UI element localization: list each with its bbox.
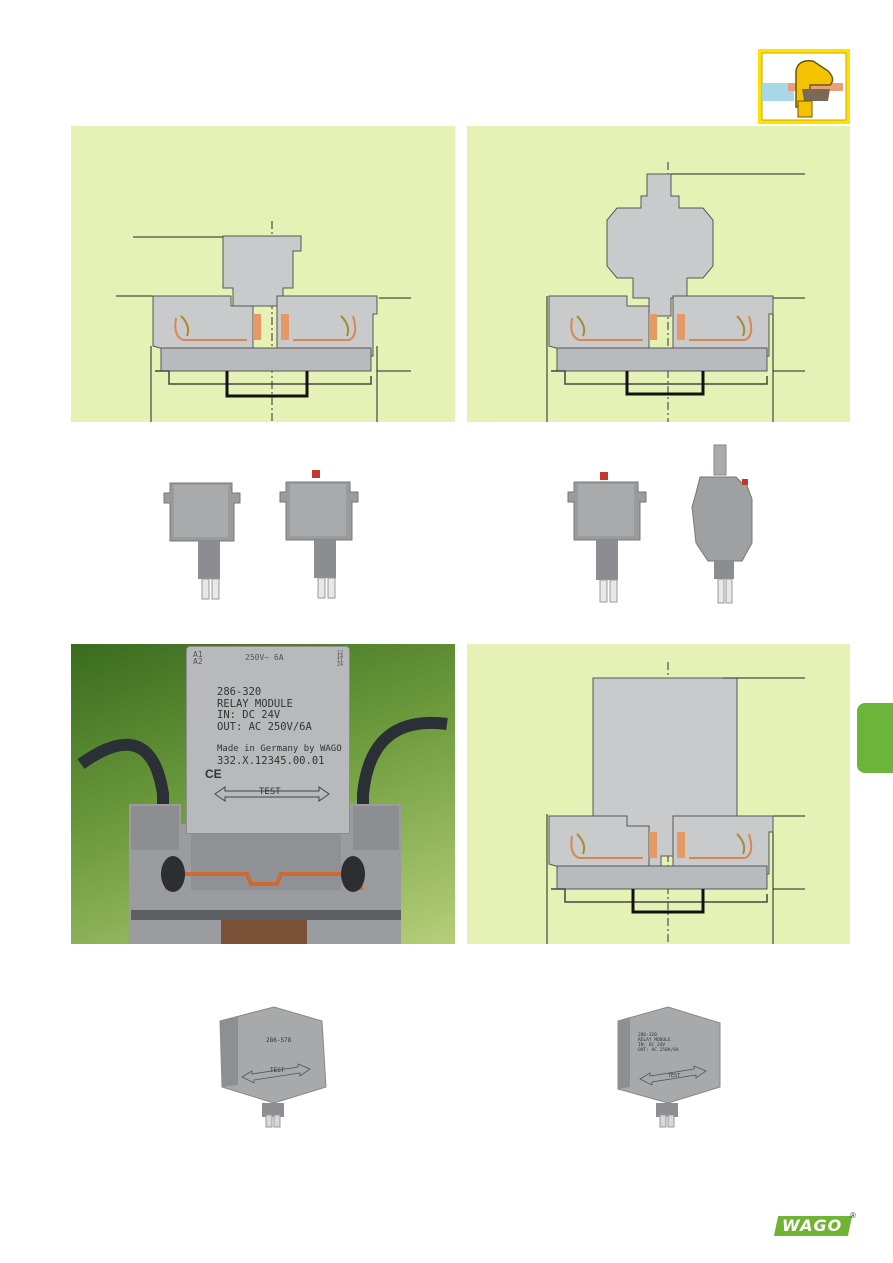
module2-line-3: IN: DC 24V	[638, 1043, 666, 1048]
diagram-panel-fuse-plug	[71, 126, 455, 422]
ce-mark: CE	[205, 767, 222, 781]
product-plug-gray	[162, 473, 242, 603]
module-test-label: TEST	[270, 1067, 285, 1074]
relay-label-line-2: RELAY MODULE	[217, 697, 293, 710]
logo-text: WAGO	[782, 1216, 843, 1235]
product-plug-gray-led	[278, 468, 360, 603]
relay-module-body: A1 A2 250V~ 6A 12 14 11 24 286-320 RELAY…	[186, 646, 350, 834]
module2-line-1: 286-320	[638, 1033, 657, 1038]
relay-header-right: 12 14 11 24	[336, 650, 343, 668]
relay-label-line-4: OUT: AC 250V/6A	[217, 720, 312, 733]
module2-line-4: OUT: AC 250V/6A	[638, 1048, 679, 1053]
product-relay-module-586-578: 286-578 TEST	[214, 1003, 334, 1129]
module2-test-label: TEST	[668, 1073, 681, 1079]
product-relay-module-286-320: 286-320 RELAY MODULE IN: DC 24V OUT: AC …	[608, 1003, 728, 1129]
wago-logo: WAGO ®	[773, 1211, 856, 1239]
logo-registered: ®	[850, 1211, 856, 1220]
relay-label-line-7: 332.X.12345.00.01	[217, 754, 325, 767]
section-tab	[857, 703, 893, 773]
relay-label-line-6: Made in Germany by WAGO	[217, 744, 342, 754]
relay-label-line-3: IN: DC 24V	[217, 709, 281, 721]
relay-test-label: TEST	[259, 787, 281, 797]
wire-clamp-icon	[758, 49, 850, 124]
diagram-panel-relay-module	[467, 644, 850, 944]
relay-label-line-1: 286-320	[217, 686, 262, 698]
module2-line-2: RELAY MODULE	[638, 1038, 671, 1043]
product-fuse-holder-plug	[686, 443, 764, 605]
terminal-block-diagram	[152, 295, 378, 398]
relay-header-center: 250V~ 6A	[245, 653, 284, 662]
product-plug-gray-led-2	[566, 468, 648, 605]
diagram-panel-fuse-holder	[467, 126, 850, 422]
relay-module-photo: A1 A2 250V~ 6A 12 14 11 24 286-320 RELAY…	[71, 644, 455, 944]
relay-header-left: A1 A2	[193, 650, 203, 666]
module-part-number: 286-578	[266, 1037, 292, 1044]
